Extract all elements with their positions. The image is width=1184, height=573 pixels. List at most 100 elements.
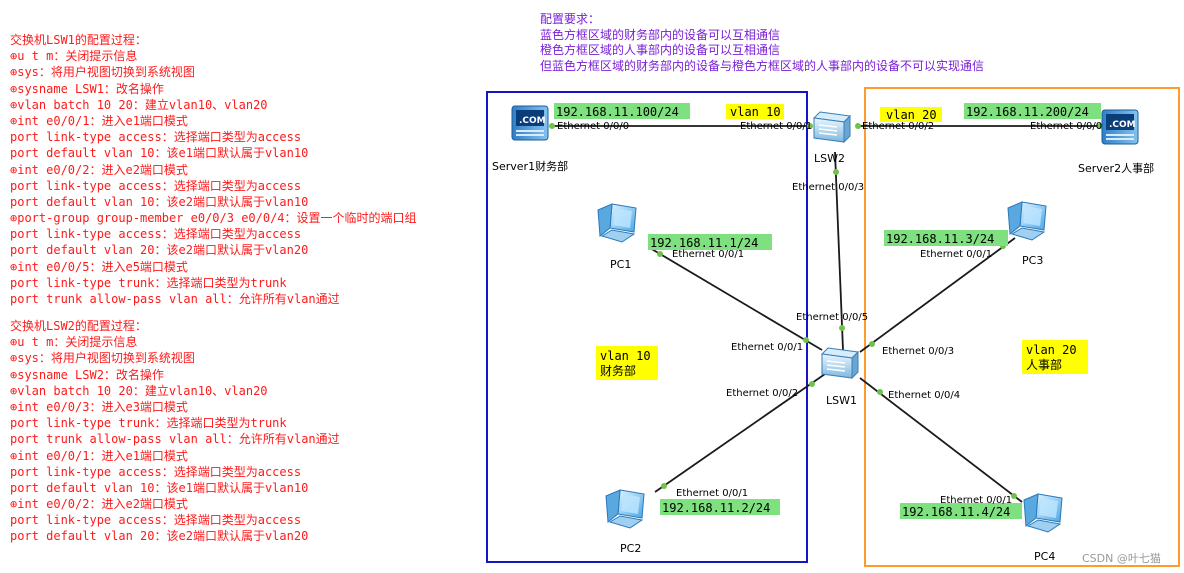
port-label: Ethernet 0/0/1 — [940, 495, 1012, 506]
lsw2-device[interactable]: LSW2 — [813, 111, 851, 165]
lsw2-config-line: port link-type access：选择端口类型为access — [10, 513, 302, 528]
port-dot — [869, 341, 875, 347]
port-dot — [807, 123, 813, 129]
lsw2-config-line: ⊕sysname LSW2：改名操作 — [10, 367, 164, 382]
lsw1-config-line: 交换机LSW1的配置过程： — [10, 33, 147, 47]
lsw1-config-line: port link-type access：选择端口类型为access — [10, 130, 302, 145]
port-dot — [809, 381, 815, 387]
lsw1-config-block: 交换机LSW1的配置过程： ⊕u t m：关闭提示信息⊕sys：将用户视图切换到系… — [10, 32, 417, 307]
lsw1-config-line: ⊕port-group group-member e0/0/3 e0/0/4：设… — [10, 211, 417, 226]
pc-icon — [1007, 201, 1047, 241]
requirement-line: 但蓝色方框区域的财务部内的设备与橙色方框区域的人事部内的设备不可以实现通信 — [540, 58, 985, 73]
pc3-label: PC3 — [1022, 254, 1043, 267]
lsw2-config-line: ⊕int e0/0/2：进入e2端口模式 — [10, 497, 188, 512]
port-label: Ethernet 0/0/2 — [862, 121, 934, 132]
port-dot — [1011, 493, 1017, 499]
lsw1-config-line: port trunk allow-pass vlan all：允许所有vlan通… — [10, 292, 340, 306]
lsw2-config-line: port link-type trunk：选择端口类型为trunk — [10, 416, 287, 431]
port-label: Ethernet 0/0/1 — [676, 488, 748, 499]
port-label: Ethernet 0/0/4 — [888, 390, 960, 401]
finance-region-box — [486, 91, 808, 563]
pc2-device[interactable]: PC2 — [605, 489, 645, 555]
hr-name-label: 人事部 — [1026, 357, 1062, 372]
lsw1-config-line: ⊕int e0/0/5：进入e5端口模式 — [10, 259, 188, 274]
pc-icon — [605, 489, 645, 529]
pc1-device[interactable]: PC1 — [597, 203, 637, 271]
server2-badge: .COM — [1109, 120, 1136, 130]
pc3-ip: 192.168.11.3/24 — [886, 232, 994, 246]
server1-device[interactable]: .COM Server1财务部 — [492, 105, 568, 173]
port-label: Ethernet 0/0/1 — [672, 249, 744, 260]
lsw1-config-line: ⊕sys：将用户视图切换到系统视图 — [10, 65, 195, 80]
lsw1-config-line: port default vlan 20：该e2端口默认属于vlan20 — [10, 243, 309, 258]
ip-labels: 192.168.11.100/24 192.168.11.200/24 192.… — [554, 103, 1101, 519]
link-pc1-lsw1 — [649, 247, 823, 351]
pc4-ip: 192.168.11.4/24 — [902, 505, 1010, 519]
link-lsw2-lsw1 — [834, 151, 844, 351]
port-label: Ethernet 0/0/2 — [726, 388, 798, 399]
switch-icon — [821, 347, 859, 379]
link-vlan10-label: vlan 10 — [730, 105, 781, 119]
hr-vlan-label: vlan 20 — [1026, 343, 1077, 357]
pc1-label: PC1 — [610, 258, 631, 271]
pc2-label: PC2 — [620, 542, 641, 555]
csdn-watermark: CSDN @叶七猫 — [1082, 552, 1161, 565]
port-label: Ethernet 0/0/0 — [1030, 121, 1102, 132]
lsw2-config-line: port link-type access：选择端口类型为access — [10, 464, 302, 479]
switch-icon — [813, 111, 851, 143]
port-dot — [839, 325, 845, 331]
server1-ip: 192.168.11.100/24 — [556, 105, 679, 119]
lsw1-label: LSW1 — [826, 394, 857, 407]
lsw2-config-line: ⊕int e0/0/1：进入e1端口模式 — [10, 448, 188, 463]
port-label: Ethernet 0/0/1 — [731, 342, 803, 353]
port-dot — [877, 389, 883, 395]
lsw1-config-line: port default vlan 10：该e1端口默认属于vlan10 — [10, 146, 309, 161]
lsw2-config-line: port default vlan 10：该e1端口默认属于vlan10 — [10, 480, 309, 495]
port-label: Ethernet 0/0/3 — [792, 182, 864, 193]
port-label: Ethernet 0/0/5 — [796, 312, 868, 323]
requirement-line: 蓝色方框区域的财务部内的设备可以互相通信 — [540, 27, 781, 42]
lsw1-config-line: ⊕u t m：关闭提示信息 — [10, 49, 138, 64]
lsw2-config-block: 交换机LSW2的配置过程：⊕u t m：关闭提示信息⊕sys：将用户视图切换到系… — [10, 318, 340, 545]
port-dot — [833, 169, 839, 175]
pc-icon — [597, 203, 637, 243]
server2-label: Server2人事部 — [1078, 161, 1154, 175]
lsw2-config-line: ⊕int e0/0/3：进入e3端口模式 — [10, 399, 188, 414]
link-pc3-lsw1 — [859, 237, 1016, 353]
server1-badge: .COM — [519, 116, 546, 126]
requirement-line: 橙色方框区域的人事部内的设备可以互相通信 — [540, 43, 781, 57]
link-pc4-lsw1 — [859, 377, 1023, 503]
lsw1-config-line: ⊕vlan batch 10 20：建立vlan10、vlan20 — [10, 97, 268, 112]
link-pc2-lsw1 — [654, 373, 826, 493]
lsw2-config-line: ⊕sys：将用户视图切换到系统视图 — [10, 351, 195, 366]
pc4-label: PC4 — [1034, 550, 1055, 563]
lsw1-config-line: ⊕int e0/0/2：进入e2端口模式 — [10, 162, 188, 177]
lsw1-config-line: port link-type trunk：选择端口类型为trunk — [10, 275, 287, 290]
port-label: Ethernet 0/0/1 — [920, 249, 992, 260]
requirements-block: 配置要求：蓝色方框区域的财务部内的设备可以互相通信橙色方框区域的人事部内的设备可… — [540, 12, 984, 74]
port-label: Ethernet 0/0/0 — [557, 121, 629, 132]
requirement-line: 配置要求： — [540, 12, 601, 26]
port-dot — [549, 123, 555, 129]
lsw1-config-line: port link-type access：选择端口类型为access — [10, 178, 302, 193]
server2-device[interactable]: .COM Server2人事部 — [1078, 109, 1154, 175]
port-dot — [803, 337, 809, 343]
lsw1-config-line: ⊕int e0/0/1：进入e1端口模式 — [10, 113, 188, 128]
pc3-device[interactable]: PC3 — [1007, 201, 1047, 267]
lsw1-device[interactable]: LSW1 — [821, 347, 859, 407]
pc1-ip: 192.168.11.1/24 — [650, 236, 758, 250]
pc2-ip: 192.168.11.2/24 — [662, 501, 770, 515]
port-dot — [661, 483, 667, 489]
lsw2-config-line: ⊕vlan batch 10 20：建立vlan10、vlan20 — [10, 383, 268, 398]
lsw1-config-line: port link-type access：选择端口类型为access — [10, 227, 302, 242]
lsw2-config-line: ⊕u t m：关闭提示信息 — [10, 335, 138, 350]
lsw1-config-line: ⊕sysname LSW1：改名操作 — [10, 81, 164, 96]
finance-name-label: 财务部 — [600, 363, 636, 378]
pc4-device[interactable]: PC4 — [1023, 493, 1063, 563]
port-label: Ethernet 0/0/1 — [740, 121, 812, 132]
port-label: Ethernet 0/0/3 — [882, 346, 954, 357]
port-dot — [855, 123, 861, 129]
port-labels: Ethernet 0/0/0 Ethernet 0/0/1 Ethernet 0… — [557, 121, 1102, 506]
vlan-labels: vlan 10 vlan 20 vlan 10 财务部 vlan 20 人事部 — [596, 104, 1088, 380]
